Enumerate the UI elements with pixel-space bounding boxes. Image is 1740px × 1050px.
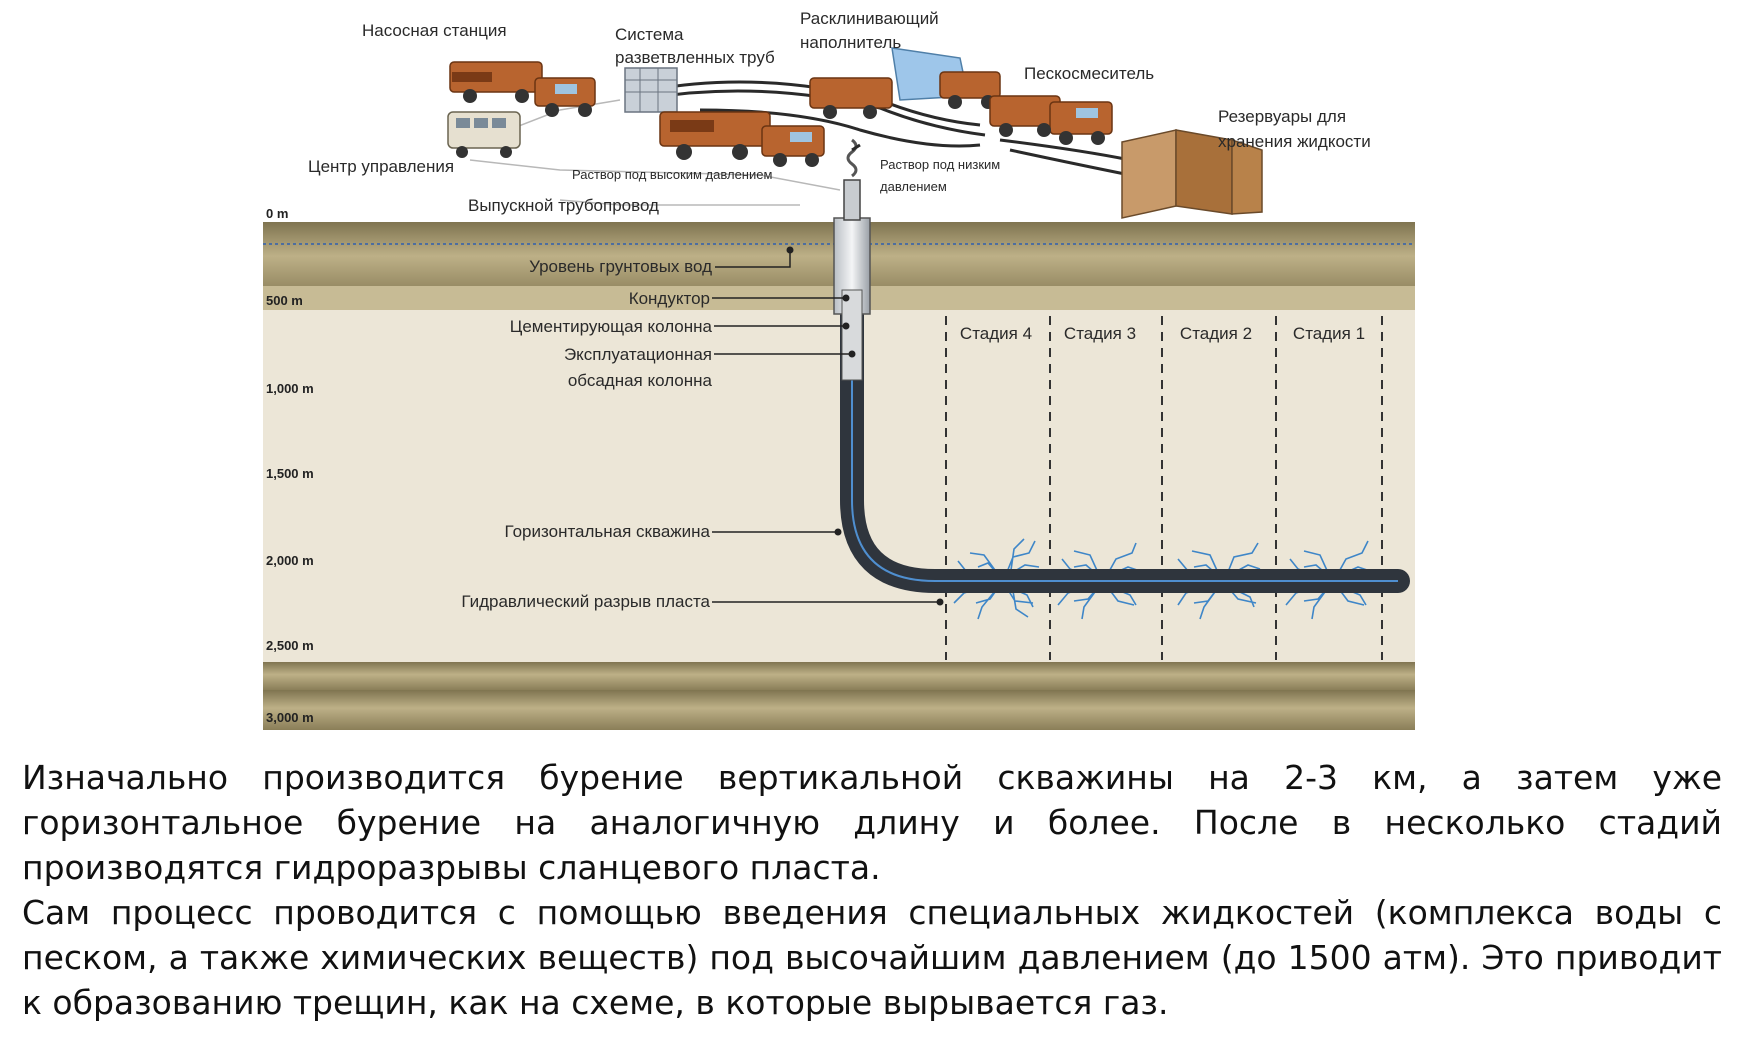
label-proppant-1: Расклинивающий [800,9,939,28]
stage-labels: Стадия 4 Стадия 3 Стадия 2 Стадия 1 [960,324,1365,343]
surface-equipment [447,47,1263,219]
pointer-dot [842,322,850,330]
stage-label-1: Стадия 1 [1293,324,1365,343]
well-labels: Уровень грунтовых вод Кондуктор Цементир… [461,246,944,611]
wellhead-spiral [846,138,858,178]
storage-tanks [1121,129,1263,219]
pointer-groundwater [715,250,791,268]
surface-labels: Насосная станция Система разветвленных т… [308,9,1371,215]
label-tanks-2: хранения жидкости [1218,132,1371,151]
label-manifold-1: Система [615,25,684,44]
fracture-stage-4 [953,538,1040,620]
caption-paragraph-1: Изначально производится бурение вертикал… [22,758,1722,887]
manifold [624,67,678,113]
stage-label-3: Стадия 3 [1064,324,1136,343]
label-flowback: Выпускной трубопровод [468,196,659,215]
label-groundwater: Уровень грунтовых вод [529,257,712,276]
stage-label-4: Стадия 4 [960,324,1032,343]
bottom-layer-2 [263,690,1415,730]
depth-label: 1,500 m [266,466,314,481]
pointer-dot [834,528,842,536]
depth-scale: 0 m 500 m 1,000 m 1,500 m 2,000 m 2,500 … [266,206,314,725]
fracking-diagram: 0 m 500 m 1,000 m 1,500 m 2,000 m 2,500 … [263,9,1415,730]
label-sand-mixer: Пескосмеситель [1024,64,1154,83]
depth-label: 2,500 m [266,638,314,653]
fractures [953,538,1371,620]
label-conductor: Кондуктор [629,289,710,308]
label-fracturing: Гидравлический разрыв пласта [461,592,710,611]
label-low-pressure-2: давлением [880,179,947,194]
fracture-stage-2 [1177,542,1261,620]
label-pump-station: Насосная станция [362,21,507,40]
wellhead [843,179,861,221]
label-manifold-2: разветвленных труб [615,48,775,67]
well-bore-line [851,280,1398,582]
label-production-casing-1: Эксплуатационная [564,345,712,364]
pointer-dot [936,598,944,606]
depth-label: 3,000 m [266,710,314,725]
pointer-dot [842,294,850,302]
bottom-layer-1 [263,662,1415,690]
label-control-center: Центр управления [308,157,454,176]
label-production-casing-2: обсадная колонна [568,371,713,390]
caption-paragraph-2: Сам процесс проводится с помощью введени… [22,893,1722,1022]
depth-label: 500 m [266,293,303,308]
depth-label: 0 m [266,206,288,221]
label-high-pressure: Раствор под высоким давлением [572,167,772,182]
proppant-truck [809,47,1001,119]
depth-label: 1,000 m [266,381,314,396]
label-proppant-2: наполнитель [800,33,901,52]
depth-label: 2,000 m [266,553,314,568]
label-low-pressure-1: Раствор под низким [880,157,1000,172]
label-horizontal-well: Горизонтальная скважина [505,522,711,541]
pointer-dot [786,246,794,254]
control-center-van [447,111,521,158]
pointer-dot [848,350,856,358]
cement-casing [841,289,863,381]
label-tanks-1: Резервуары для [1218,107,1346,126]
stage-label-2: Стадия 2 [1180,324,1252,343]
sand-mixer [989,95,1113,145]
pump-station-trucks [449,61,596,117]
well [833,138,1410,593]
caption: Изначально производится бурение вертикал… [22,755,1722,1025]
fracture-stage-1 [1285,540,1371,620]
label-cement-column: Цементирующая колонна [510,317,713,336]
fracture-stage-3 [1057,542,1141,620]
pump-truck-middle [659,111,825,167]
